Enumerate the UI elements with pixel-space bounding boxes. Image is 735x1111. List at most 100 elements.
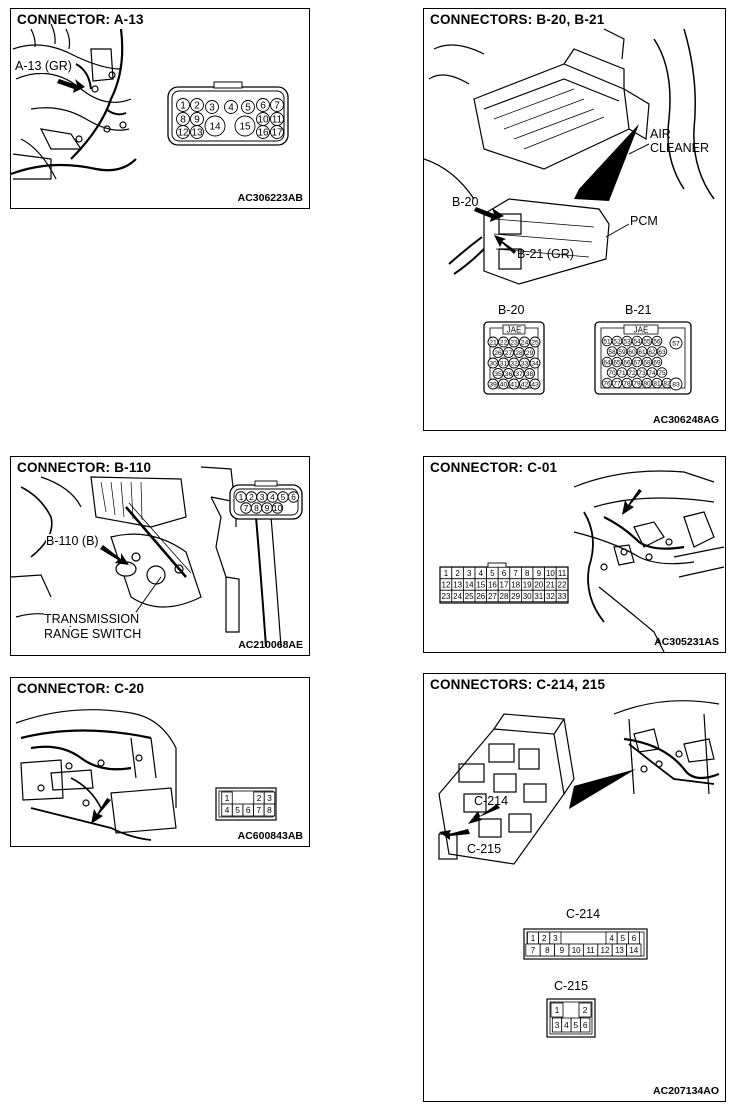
pin-number: 8 [254, 503, 259, 513]
b20-face-name: B-20 [498, 303, 525, 317]
connector-pin: 75 [656, 367, 668, 378]
pin-number: 64 [603, 359, 611, 366]
pin-number: 62 [648, 349, 656, 356]
pin-number: 24 [521, 339, 529, 346]
connector-pin: 73 [636, 367, 648, 378]
connector-pin: 27 [503, 347, 514, 358]
pin-number: 34 [531, 360, 539, 367]
pin-number: 9 [194, 115, 200, 126]
connector-pin: 3 [549, 931, 562, 945]
pin-number: 14 [209, 122, 221, 133]
b21-callout-label: B-21 (GR) [517, 247, 574, 261]
connector-pin: 4 [561, 1017, 572, 1033]
pin-number: 12 [442, 580, 451, 589]
pin-number: 25 [531, 339, 539, 346]
connector-pin: 30 [521, 589, 534, 603]
pin-number: 37 [515, 371, 523, 378]
pin-number: 65 [613, 359, 621, 366]
pin-number: 8 [180, 115, 186, 126]
pin-number: 75 [658, 370, 666, 377]
connector-pin: 33 [555, 589, 569, 603]
pin-number: 71 [618, 370, 626, 377]
pin-number: 70 [608, 370, 616, 377]
connector-pin: 3 [463, 566, 476, 580]
connector-pin: 15 [474, 578, 488, 591]
connector-pin: 15 [234, 115, 256, 137]
pin-number: 6 [246, 805, 251, 815]
pin-number: 54 [633, 338, 641, 345]
pin-number: 67 [633, 359, 641, 366]
pin-number: 3 [209, 103, 215, 114]
pin-number: 30 [523, 592, 532, 601]
connector-pin: 60 [626, 346, 638, 357]
connector-pin: 1 [439, 566, 453, 580]
pin-number: 6 [583, 1020, 588, 1030]
connector-pin: 19 [521, 578, 534, 591]
connector-pin: 79 [631, 377, 643, 389]
connector-pin: 20 [532, 578, 546, 591]
connector-pin: 77 [611, 377, 623, 389]
pin-number: 3 [467, 569, 472, 578]
pin-number: 14 [629, 946, 638, 955]
connector-pin: 38 [524, 368, 535, 379]
connector-pin: 16 [256, 125, 270, 139]
pin-number: 2 [583, 1005, 588, 1015]
pin-number: 30 [489, 360, 497, 367]
connector-pin: 23 [439, 589, 453, 603]
pin-number: 51 [603, 338, 611, 345]
connector-pin: 10 [271, 502, 284, 514]
pin-number: 7 [274, 101, 280, 112]
connector-pin: 18 [509, 578, 522, 591]
pin-number: 11 [558, 569, 567, 578]
pin-number: 12 [177, 128, 189, 139]
pin-number: 14 [465, 580, 474, 589]
pin-number: 4 [228, 103, 234, 114]
connector-pin: 16 [486, 578, 499, 591]
connector-pin: 37 [513, 368, 525, 379]
connector-pin: 63 [656, 346, 668, 357]
pin-number: 16 [257, 128, 269, 139]
connector-pin: 8 [539, 943, 555, 957]
connector-pin: 10 [568, 943, 584, 957]
pin-number: 18 [511, 580, 520, 589]
connector-pin: 32 [544, 589, 557, 603]
connector-pin: 2 [253, 791, 265, 805]
b21-face-name: B-21 [625, 303, 652, 317]
pin-number: 35 [494, 371, 502, 378]
pin-number: 2 [542, 934, 547, 943]
connector-pin: 13 [190, 125, 204, 139]
pin-number: 73 [638, 370, 646, 377]
pin-number: 13 [191, 128, 203, 139]
pin-number: 52 [613, 338, 621, 345]
trs-leader [135, 576, 162, 613]
connector-pin: 56 [651, 335, 663, 347]
pin-number: 7 [256, 805, 261, 815]
pin-number: 31 [500, 360, 508, 367]
pin-number: 66 [623, 359, 631, 366]
pin-number: 32 [510, 360, 518, 367]
connector-pin: 5 [241, 100, 255, 114]
connector-pin: 53 [621, 335, 633, 347]
pin-number: 63 [658, 349, 666, 356]
pin-number: 7 [513, 569, 518, 578]
connector-pin: 1 [550, 1002, 564, 1018]
connector-pin: 7 [240, 502, 252, 514]
b20-callout-label: B-20 [452, 195, 479, 209]
connector-pin: 2 [245, 491, 258, 503]
pin-number: 8 [525, 569, 530, 578]
pin-number: 68 [643, 359, 651, 366]
pin-number: 57 [672, 340, 680, 347]
connector-pin: 76 [601, 377, 613, 389]
pin-number: 33 [521, 360, 529, 367]
pin-number: 72 [628, 370, 636, 377]
connector-pin: 31 [532, 589, 546, 603]
connector-pin: 5 [277, 491, 289, 503]
c214-c215-pointer-wedge [569, 769, 636, 809]
connector-pin: 32 [508, 357, 520, 369]
connector-pin: 57 [669, 336, 683, 350]
connector-pin: 4 [605, 931, 618, 945]
connector-pin: 83 [669, 377, 683, 391]
pin-number: 5 [490, 569, 495, 578]
